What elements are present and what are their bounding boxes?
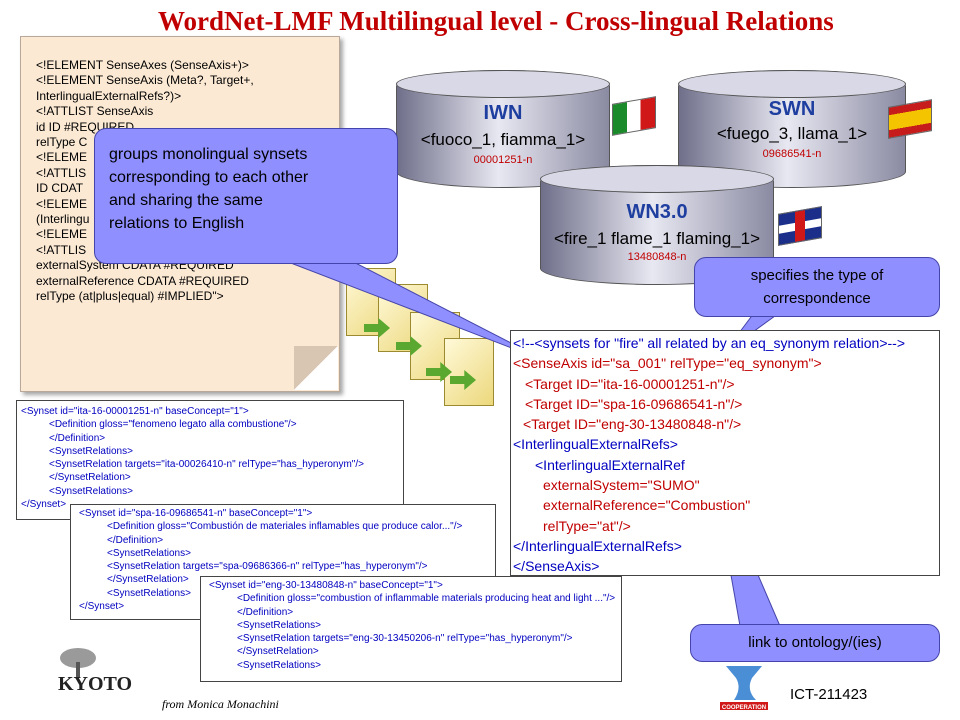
dtd-line: relType C	[36, 135, 88, 150]
xml-line: <SynsetRelations>	[237, 659, 321, 671]
xml-line: externalSystem="SUMO"	[543, 477, 700, 494]
xml-line: relType="at"/>	[543, 517, 631, 534]
xml-line: <Target ID="eng-30-13480848-n"/>	[523, 416, 742, 433]
callout-text: groups monolingual synsets corresponding…	[109, 143, 308, 235]
cylinder-top	[678, 70, 906, 98]
db-id: 00001251-n	[473, 154, 533, 166]
db-id: 13480848-n	[627, 251, 687, 263]
kyoto-logo-text: KYOTO	[58, 673, 132, 695]
callout-reltype: specifies the type of correspondence	[694, 257, 940, 317]
dtd-line: <!ELEME	[36, 150, 88, 165]
callout-line: groups monolingual synsets	[109, 146, 308, 163]
xml-line: externalReference="Combustion"	[543, 497, 751, 514]
dtd-line: <!ELEME	[36, 196, 88, 211]
dtd-text: <!ELEMENT SenseAxes (SenseAxis+)> <!ELEM…	[36, 58, 336, 305]
cooperation-logo: COOPERATION	[720, 666, 768, 711]
db-name: SWN	[768, 98, 816, 120]
xml-line: </SynsetRelation>	[49, 472, 131, 484]
xml-line: <Synset id="eng-30-13480848-n" baseConce…	[209, 580, 443, 591]
db-words: <fuoco_1, fiamma_1>	[420, 130, 586, 149]
xml-line: <SynsetRelations>	[107, 587, 191, 599]
sense-axis-xml: <!--<synsets for "fire" all related by a…	[510, 330, 940, 576]
dtd-line: <!ATTLIS	[36, 242, 87, 257]
dtd-line: <!ATTLIS	[36, 165, 87, 180]
database-wn30: WN3.0 <fire_1 flame_1 flaming_1> 1348084…	[540, 165, 774, 285]
callout-text: link to ontology/(ies)	[748, 634, 882, 651]
callout-line: corresponding to each other	[109, 169, 309, 186]
tree-canopy-icon	[60, 648, 96, 668]
xml-line: <Target ID="ita-16-00001251-n"/>	[525, 375, 735, 392]
dtd-note-fold	[294, 346, 338, 390]
xml-line: <SynsetRelations>	[107, 547, 191, 559]
dtd-line: (Interlingu	[36, 212, 90, 227]
xml-line: </Definition>	[237, 606, 294, 618]
dtd-line: ID CDAT	[36, 181, 84, 196]
xml-line: <Target ID="spa-16-09686541-n"/>	[525, 395, 743, 412]
xml-line: <SynsetRelations>	[49, 445, 133, 457]
groups-pointer	[269, 254, 549, 363]
db-name: WN3.0	[626, 201, 688, 223]
dtd-line: relType (at|plus|equal) #IMPLIED">	[36, 289, 224, 304]
dtd-line: <!ELEMENT SenseAxes (SenseAxis+)>	[36, 58, 249, 72]
kyoto-logo: KYOTO	[58, 648, 132, 695]
synset-xml-eng: <Synset id="eng-30-13480848-n" baseConce…	[200, 576, 622, 682]
xml-line: </Definition>	[49, 432, 106, 444]
xml-line: <InterlingualExternalRefs>	[513, 436, 678, 453]
xml-line: </SynsetRelation>	[237, 646, 319, 658]
xml-line: </SenseAxis>	[513, 558, 600, 575]
xml-line: <Definition gloss="fenomeno legato alla …	[49, 419, 297, 431]
xml-line: <SynsetRelations>	[49, 485, 133, 497]
xml-line: </SynsetRelation>	[107, 574, 189, 586]
db-name: IWN	[483, 102, 523, 124]
xml-line: <SynsetRelation targets="spa-09686366-n"…	[107, 561, 428, 573]
coop-logo-text: COOPERATION	[722, 705, 766, 711]
callout-line: correspondence	[763, 290, 871, 307]
dtd-line: externalReference CDATA #REQUIRED	[36, 273, 249, 288]
xml-line: <SynsetRelations>	[237, 619, 321, 631]
db-words: <fire_1 flame_1 flaming_1>	[553, 229, 761, 248]
xml-line: <Definition gloss="combustion of inflamm…	[237, 593, 616, 605]
xml-line: <SynsetRelation targets="eng-30-13450206…	[237, 633, 573, 645]
xml-line: <Synset id="spa-16-09686541-n" baseConce…	[79, 508, 313, 519]
xml-line: <InterlingualExternalRef	[535, 456, 685, 473]
xml-comment-line: <!--<synsets for "fire" all related by a…	[513, 335, 906, 351]
cylinder-top	[540, 165, 774, 193]
dtd-line: InterlingualExternalRefs?)>	[36, 88, 182, 103]
document-icon	[444, 338, 494, 406]
callout-groups: groups monolingual synsets corresponding…	[94, 128, 398, 264]
xml-line: <SynsetRelation targets="ita-00026410-n"…	[49, 459, 364, 471]
callout-ontology-link: link to ontology/(ies)	[690, 624, 940, 662]
db-words: <fuego_3, llama_1>	[716, 124, 868, 143]
xml-line: <SenseAxis id="sa_001" relType="eq_synon…	[513, 355, 822, 372]
xml-line: </Synset>	[79, 601, 125, 613]
xml-line: </Definition>	[107, 534, 164, 546]
credit-text: from Monica Monachini	[162, 697, 279, 711]
callout-line: specifies the type of	[750, 267, 884, 284]
xml-line: <Synset id="ita-16-00001251-n" baseConce…	[21, 406, 249, 417]
xml-line: <Definition gloss="Combustión de materia…	[107, 521, 463, 533]
callout-line: relations to English	[109, 215, 245, 232]
xml-line: </InterlingualExternalRefs>	[513, 537, 682, 554]
project-id: ICT-211423	[790, 686, 868, 703]
synset-xml-ita: <Synset id="ita-16-00001251-n" baseConce…	[16, 400, 404, 520]
dtd-line: <!ELEME	[36, 227, 88, 242]
dtd-line: <!ATTLIST SenseAxis	[36, 104, 154, 119]
xml-line: </Synset>	[21, 499, 67, 511]
slide-title: WordNet-LMF Multilingual level - Cross-l…	[158, 6, 834, 36]
callout-line: and sharing the same	[109, 192, 263, 209]
db-id: 09686541-n	[762, 148, 822, 160]
dtd-line: <!ELEMENT SenseAxis (Meta?, Target+,	[36, 73, 254, 88]
cylinder-top	[396, 70, 610, 98]
callout-text: specifies the type of correspondence	[695, 258, 939, 310]
coop-logo-shape	[726, 666, 762, 700]
